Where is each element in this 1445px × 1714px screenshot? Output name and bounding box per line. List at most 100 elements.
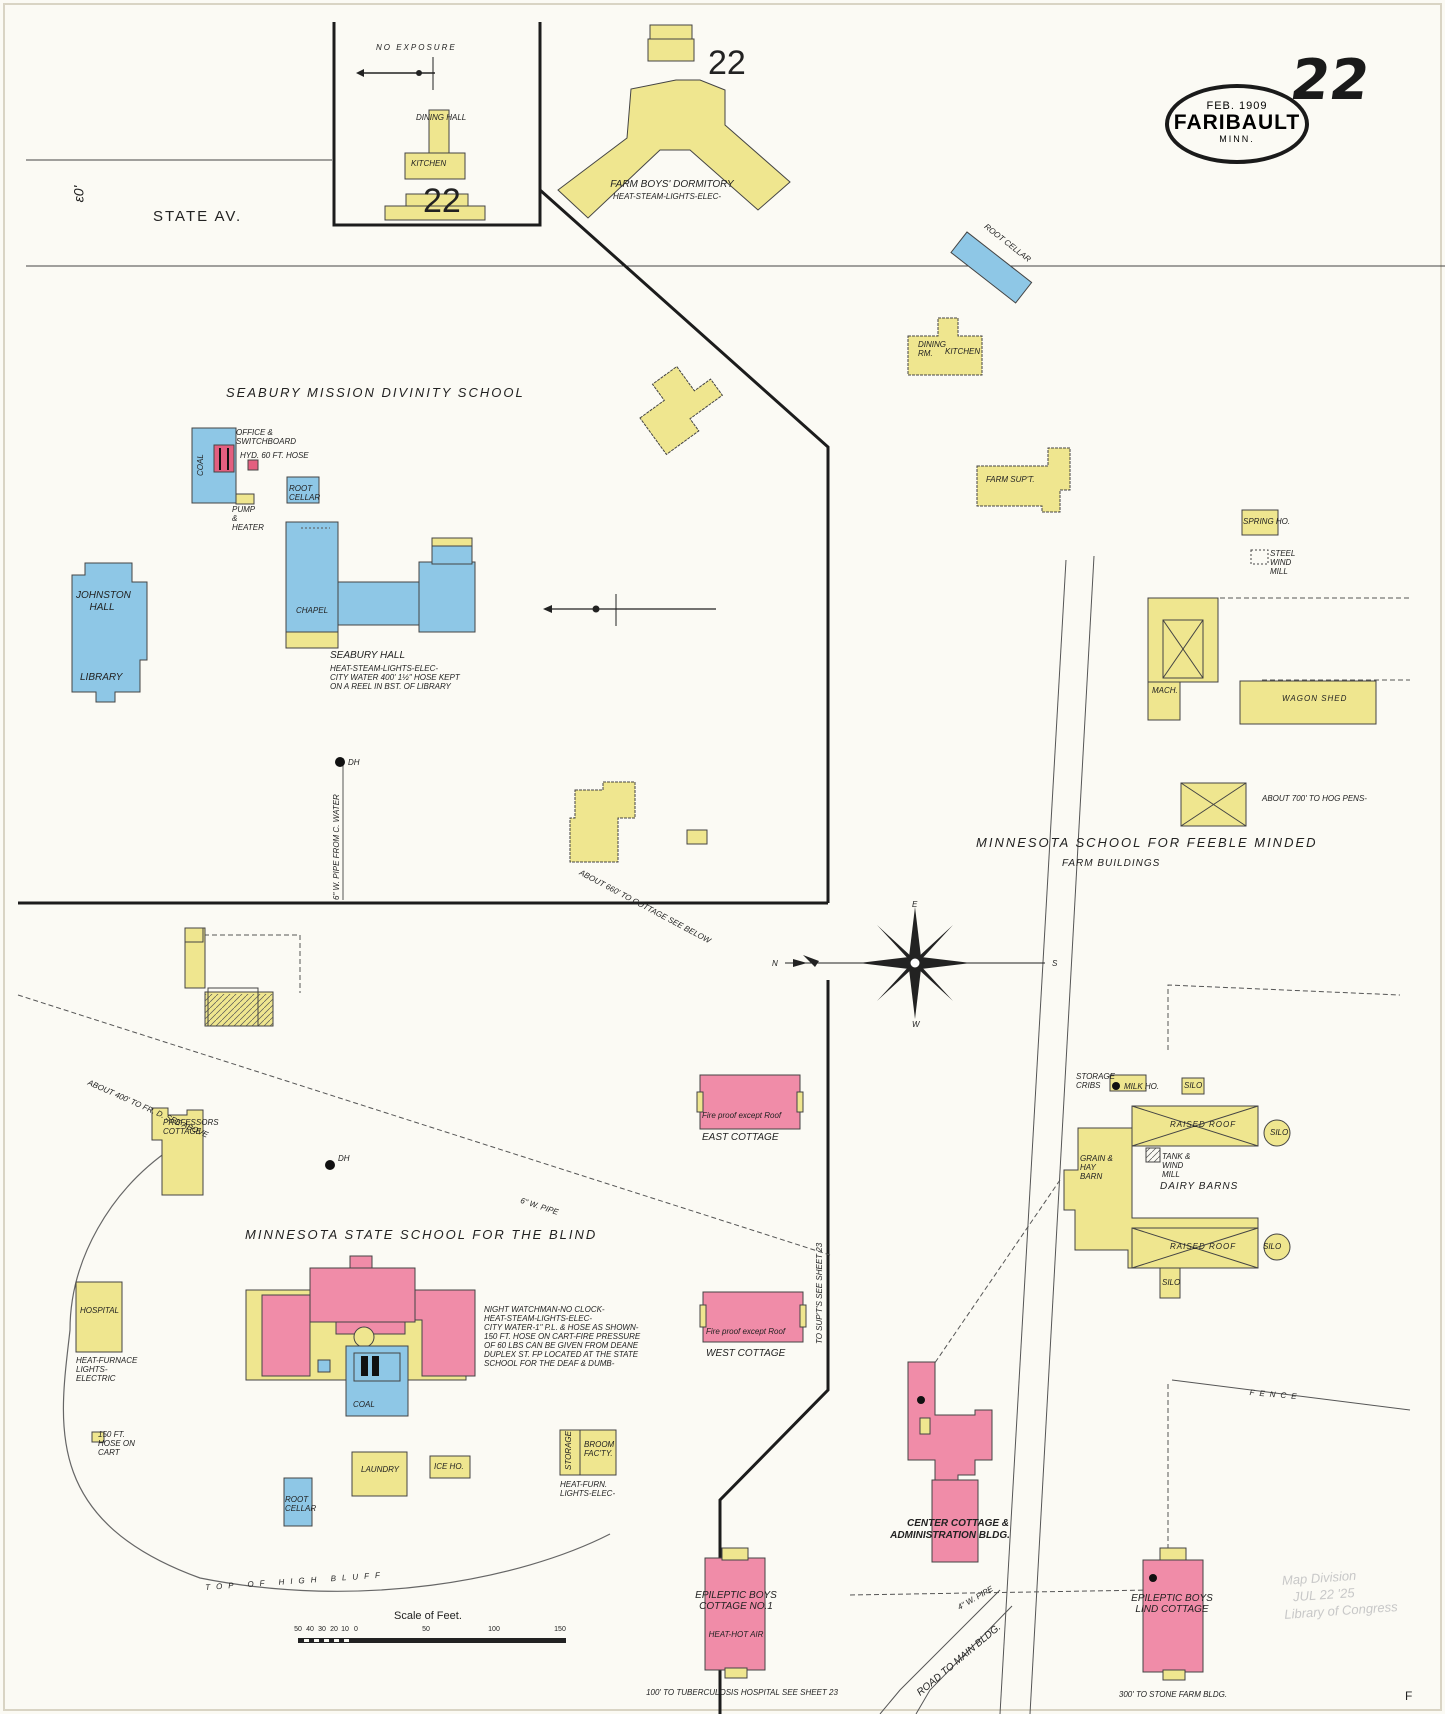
tank-wind-label: TANK & WIND MILL — [1162, 1152, 1191, 1180]
blind-note-7: SCHOOL FOR THE DEAF & DUMB- — [484, 1359, 615, 1368]
water-pipe-label: 6" W. PIPE FROM C. WATER — [332, 794, 341, 900]
dh-label-2: DH — [338, 1154, 350, 1163]
dairy-barns-shape — [1063, 1074, 1291, 1299]
seabury-title: SEABURY MISSION DIVINITY SCHOOL — [226, 385, 525, 400]
blind-note-3: CITY WATER-1" P.L. & HOSE AS SHOWN- — [484, 1323, 639, 1332]
small-shed — [686, 829, 708, 845]
storage-cribs-label: STORAGE CRIBS — [1076, 1072, 1115, 1091]
blind-note-6: DUPLEX ST. FP LOCATED AT THE STATE — [484, 1350, 639, 1359]
blind-note-5: OF 60 LBS CAN BE GIVEN FROM DEANE — [484, 1341, 639, 1350]
professors-cottage-shape — [151, 1107, 204, 1196]
feeble-minded-title: MINNESOTA SCHOOL FOR FEEBLE MINDED — [976, 835, 1318, 850]
corner-letter: F — [1405, 1689, 1413, 1703]
supts-note: TO SUP'T'S SEE SHEET 23 — [815, 1242, 824, 1344]
east-cottage-shape — [696, 1074, 804, 1130]
dwelling-d — [639, 365, 724, 456]
ice-house-label: ICE HO. — [434, 1462, 464, 1471]
pump-heater-label: PUMP & HEATER — [232, 505, 264, 533]
epileptic-boys-label-2: COTTAGE NO.1 — [699, 1601, 773, 1612]
scale-tick: 30 — [318, 1626, 326, 1633]
coal-blind-label: COAL — [353, 1400, 375, 1409]
west-cottage-label: WEST COTTAGE — [706, 1348, 786, 1359]
epileptic-boys-note: HEAT-HOT AIR — [708, 1630, 764, 1639]
laundry-label: LAUNDRY — [361, 1465, 399, 1474]
spring-ho-label: SPRING HO. — [1243, 517, 1291, 526]
wind-mill-label: STEEL WIND MILL — [1270, 549, 1296, 577]
scale-bar-solid — [353, 1638, 566, 1643]
epileptic-boys-label-1: EPILEPTIC BOYS — [695, 1590, 777, 1601]
kitchen2-label: KITCHEN — [945, 347, 981, 356]
blind-note-2: HEAT-STEAM-LIGHTS-ELEC- — [484, 1314, 593, 1323]
raised-roof-label-1: RAISED ROOF — [1170, 1120, 1237, 1129]
farm-supt-label: FARM SUP'T. — [986, 475, 1035, 484]
lind-cottage-shape — [1142, 1547, 1204, 1681]
kitchen-label: KITCHEN — [411, 159, 447, 168]
compass-w-bottom: W — [912, 1020, 920, 1029]
compass-n: N — [772, 959, 778, 968]
hospital-note: HEAT-FURNACE LIGHTS-ELECTRIC — [76, 1356, 138, 1384]
dwelling-seabury-south — [569, 781, 636, 863]
seabury-note-2: CITY WATER 400' 1½" HOSE KEPT — [330, 673, 460, 682]
silo-label-1: SILO — [1184, 1081, 1203, 1090]
farm-boys-dormitory-label: FARM BOYS' DORMITORY — [610, 179, 734, 190]
johnston-hall-label: JOHNSTON HALL — [76, 590, 131, 613]
map-date: FEB. 1909 — [1206, 100, 1268, 112]
hose-cart-shed — [91, 1431, 105, 1443]
block-inset-boundary — [332, 22, 542, 227]
scale-tick: 50 — [294, 1626, 302, 1633]
scale-tick: 20 — [330, 1626, 338, 1633]
storage-label: STORAGE — [564, 1431, 573, 1470]
root-cellar-mid-shape — [286, 476, 320, 504]
compass-rose — [785, 907, 1045, 1019]
scale-tick: 0 — [354, 1626, 358, 1633]
west-cottage-shape — [699, 1291, 807, 1343]
blind-main-building — [245, 1255, 476, 1417]
blind-note-1: NIGHT WATCHMAN-NO CLOCK- — [484, 1305, 605, 1314]
property-boundaries — [18, 22, 830, 1714]
library-stamp: Map Division JUL 22 '25 Library of Congr… — [1281, 1564, 1398, 1623]
johnston-hall-shape — [71, 562, 148, 703]
building-g — [1180, 782, 1247, 827]
scale-tick: 150 — [554, 1626, 566, 1633]
seabury-note-3: ON A REEL IN BST. OF LIBRARY — [330, 682, 451, 691]
dh-hydrant-2 — [325, 1160, 335, 1170]
broom-factory-label: BROOM FAC'TY. — [584, 1440, 615, 1459]
farm-supt-building — [976, 447, 1071, 513]
scale-tick: 10 — [341, 1626, 349, 1633]
inset-ref-number: 22 — [423, 182, 461, 220]
mach-label: MACH. — [1152, 686, 1178, 695]
stone-farm-note: 300' TO STONE FARM BLDG. — [1118, 1690, 1228, 1699]
spring-house — [1241, 509, 1279, 536]
scale-tick: 100 — [488, 1626, 500, 1633]
center-cottage-shape — [907, 1361, 993, 1563]
compass-s: S — [1052, 959, 1058, 968]
compass-w-top: E — [912, 900, 918, 909]
professors-cottage-label: PROFESSORS COTTAGE — [163, 1118, 219, 1137]
dh-label-1: DH — [348, 758, 360, 767]
coal-left-label: COAL — [196, 454, 205, 476]
seabury-hall-label: SEABURY HALL — [330, 650, 406, 661]
no-exposure-label: NO EXPOSURE — [376, 43, 457, 52]
hospital-shape — [75, 1281, 123, 1353]
laundry-shape — [351, 1451, 408, 1497]
silo-label-3: SILO — [1263, 1242, 1282, 1251]
seabury-hall-shape — [285, 521, 476, 649]
city-name: FARIBAULT — [1173, 111, 1301, 134]
dairy-barns-label: DAIRY BARNS — [1160, 1181, 1239, 1192]
scale-title: Scale of Feet. — [394, 1610, 462, 1622]
corner-mark: ɛ0' — [70, 185, 87, 203]
office-switchboard-label: OFFICE & SWITCHBOARD — [236, 428, 296, 447]
broom-factory-note: HEAT-FURN. LIGHTS-ELEC- — [560, 1480, 616, 1499]
building-h1 — [184, 927, 274, 1027]
state-av-label: STATE AV. — [153, 208, 243, 225]
chapel-label: CHAPEL — [296, 606, 329, 615]
fences — [17, 597, 1410, 1596]
broom-factory-shape — [559, 1429, 617, 1476]
farm-boys-dormitory-note: HEAT-STEAM-LIGHTS-ELEC- — [612, 192, 722, 201]
wagon-shed-label: WAGON SHED — [1282, 694, 1348, 703]
office-switchboard-shape — [191, 427, 259, 505]
east-cottage-note: Fire proof except Roof — [702, 1111, 782, 1120]
dining-rm-label: DINING RM. — [918, 340, 946, 359]
center-cottage-label-2: ADMINISTRATION BLDG. — [890, 1530, 1010, 1541]
center-cottage-label-1: CENTER COTTAGE & — [906, 1518, 1010, 1529]
